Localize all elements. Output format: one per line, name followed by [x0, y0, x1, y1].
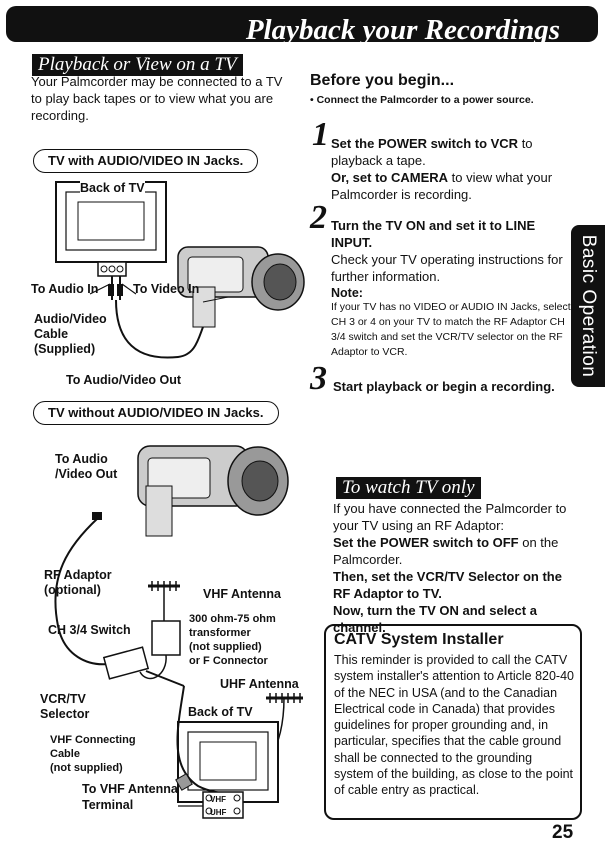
before-heading: Before you begin...: [310, 72, 455, 89]
rf-adaptor-label: RF Adaptor: [44, 568, 112, 582]
page-number: 25: [552, 822, 574, 843]
vhf-cable-label-2: Cable: [50, 748, 80, 760]
step2-number: 2: [310, 199, 327, 236]
step2-plain1: Check your TV operating instructions for…: [331, 252, 563, 284]
step2-text: Turn the TV ON and set it to LINE INPUT.…: [331, 217, 576, 285]
step1-plain2: to view what your Palmcorder is recordin…: [331, 170, 553, 202]
title-bar: Playback your Recordings: [6, 6, 598, 46]
vcr-tv-label: VCR/TV: [40, 692, 86, 706]
to-vhf-label-1: To VHF Antenna: [82, 782, 178, 796]
cable-label-2: Cable: [34, 327, 69, 341]
to-audio-in-label: To Audio In: [31, 282, 99, 296]
watch-bold2: Then, set the VCR/TV Selector on the RF …: [333, 569, 562, 601]
page-title: Playback your Recordings: [245, 14, 560, 46]
step1-bold2: Or, set to CAMERA: [331, 170, 449, 185]
catv-notice-box: CATV System Installer This reminder is p…: [324, 624, 582, 820]
step1-number: 1: [312, 116, 329, 153]
selector-label: Selector: [40, 707, 90, 721]
to-vhf-label-2: Terminal: [82, 798, 134, 812]
transformer-label-1: 300 ohm-75 ohm: [189, 613, 276, 625]
watch-tv-text: If you have connected the Palmcorder to …: [333, 500, 578, 636]
catv-body: This reminder is provided to call the CA…: [334, 653, 575, 798]
rf-connection-diagram: [54, 445, 303, 819]
uhf-antenna-label: UHF Antenna: [220, 677, 299, 691]
vhf-jack-label: VHF: [210, 795, 226, 804]
watch-bold3: Now, turn the TV ON and select a channel…: [333, 603, 537, 635]
step1-plain1: to playback a tape.: [331, 136, 533, 168]
side-tab-label: Basic Operation: [578, 234, 599, 378]
watch-plain1: on the Palmcorder.: [333, 535, 559, 567]
ch34-switch-label: CH 3/4 Switch: [48, 623, 131, 637]
note-text: If your TV has no VIDEO or AUDIO IN Jack…: [331, 301, 571, 358]
watch-bold1: Set the POWER switch to OFF: [333, 535, 519, 550]
av-connection-diagram: [55, 181, 305, 359]
side-tab: Basic Operation: [571, 225, 605, 387]
video-out-label: /Video Out: [55, 467, 118, 481]
transformer-label-3: (not supplied): [189, 641, 262, 653]
back-of-tv-label-2: Back of TV: [188, 705, 253, 720]
transformer-label-2: transformer: [189, 627, 251, 639]
cable-label-1: Audio/Video: [34, 312, 107, 326]
to-audio-label: To Audio: [55, 452, 108, 466]
vhf-cable-label-1: VHF Connecting: [50, 734, 136, 746]
optional-label: (optional): [44, 583, 101, 597]
cable-label-3: (Supplied): [34, 342, 96, 356]
to-video-in-label: To Video In: [133, 282, 200, 296]
catv-title: CATV System Installer: [334, 631, 504, 648]
vhf-cable-label-3: (not supplied): [50, 762, 123, 774]
step1-text: Set the POWER switch to VCR to playback …: [331, 135, 576, 203]
step2-bold1: Turn the TV ON and set it to LINE INPUT.: [331, 218, 536, 250]
to-av-out-label: To Audio/Video Out: [66, 373, 182, 387]
before-bullet: • Connect the Palmcorder to a power sour…: [310, 94, 534, 106]
watch-tv-heading: To watch TV only: [336, 477, 481, 499]
step3-text: Start playback or begin a recording.: [333, 379, 555, 394]
step3-number: 3: [310, 360, 327, 397]
intro-text: Your Palmcorder may be connected to a TV…: [31, 74, 283, 123]
vhf-antenna-label: VHF Antenna: [203, 587, 282, 601]
watch-intro: If you have connected the Palmcorder to …: [333, 501, 567, 533]
note-label: Note:: [331, 286, 363, 300]
step1-bold1: Set the POWER switch to VCR: [331, 136, 519, 151]
diagram2-heading: TV without AUDIO/VIDEO IN Jacks.: [33, 401, 279, 425]
uhf-jack-label: UHF: [210, 808, 227, 817]
section-heading-playback: Playback or View on a TV: [32, 54, 243, 76]
transformer-label-4: or F Connector: [189, 655, 268, 667]
back-of-tv-label: Back of TV: [80, 181, 145, 196]
diagram1-heading: TV with AUDIO/VIDEO IN Jacks.: [33, 149, 259, 173]
